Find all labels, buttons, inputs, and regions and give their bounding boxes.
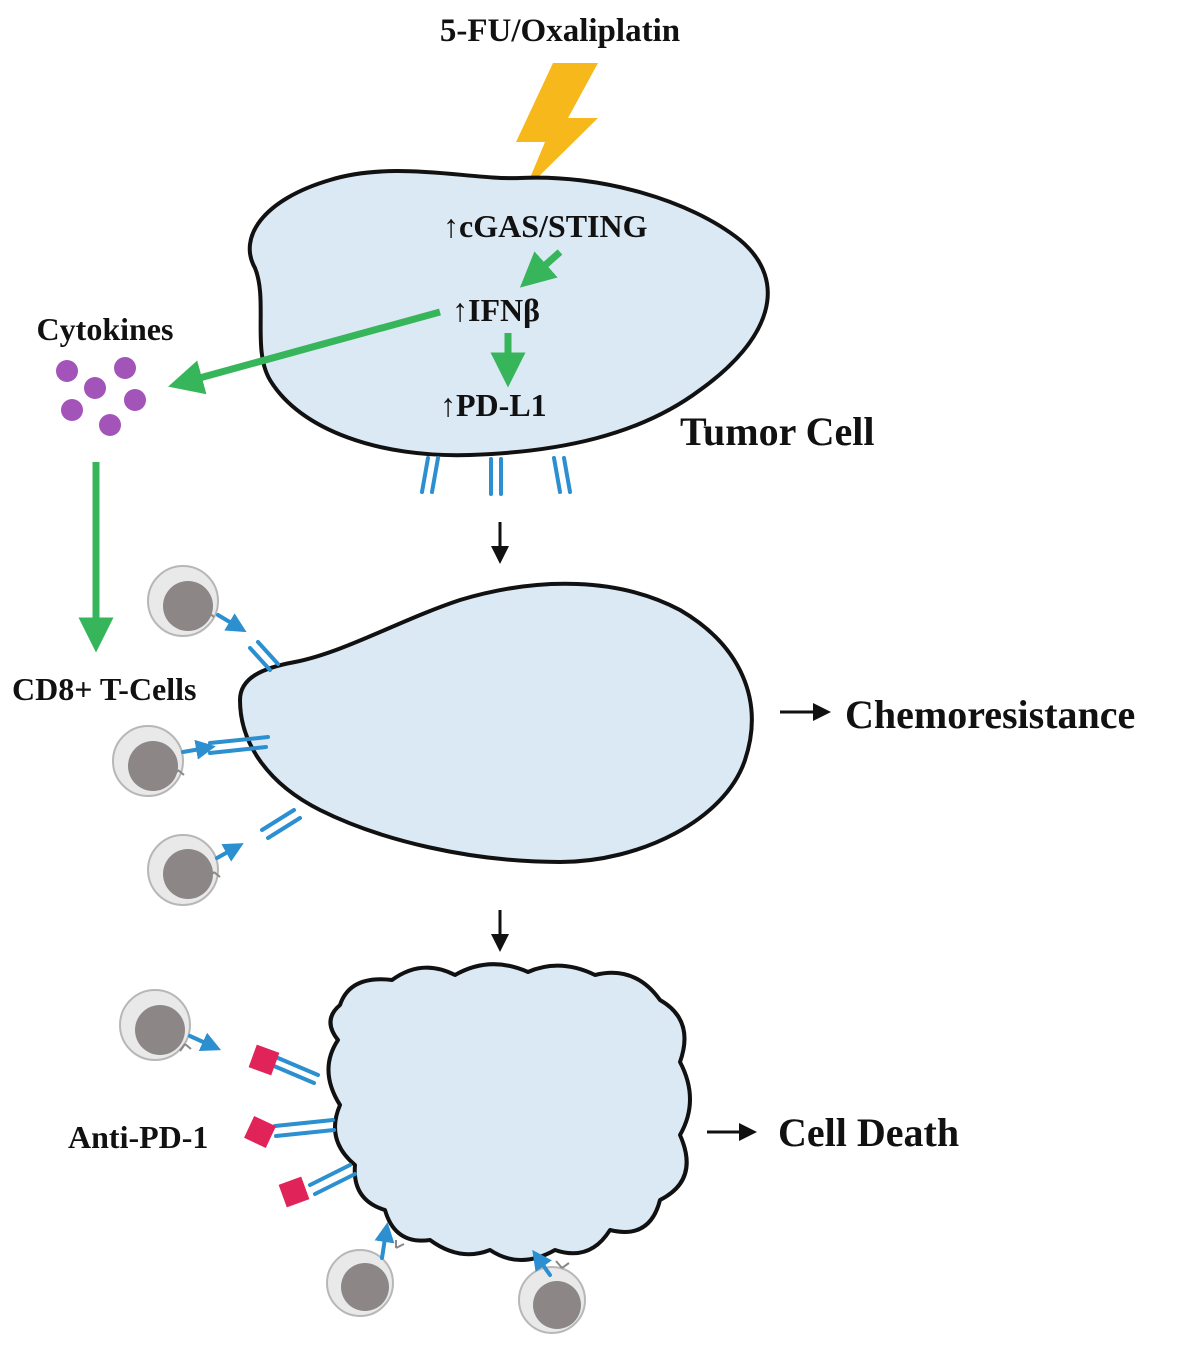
svg-text:↑IFNβ: ↑IFNβ [452, 292, 540, 328]
ifn-beta-text: IFNβ [468, 292, 540, 328]
cgas-to-ifn-arrow [519, 249, 563, 288]
t-cell-icon [518, 1249, 586, 1334]
svg-text:↑PD-L1: ↑PD-L1 [440, 387, 547, 423]
pdl1-receptors-cell2 [208, 640, 302, 840]
ifn-to-cytokines-arrow [168, 308, 441, 395]
up-arrow-icon: ↑ [440, 387, 456, 423]
anti-pd1-label: Anti-PD-1 [68, 1119, 208, 1155]
pdl1-receptors-cell1 [420, 456, 572, 496]
cytokine-dot-icon [61, 399, 83, 421]
drug-label: 5-FU/Oxaliplatin [440, 13, 680, 49]
cytokine-dot-icon [124, 389, 146, 411]
tumor-cell-body [247, 169, 770, 458]
tcells-label: CD8+ T-Cells [12, 671, 196, 707]
pdl1-label: ↑PD-L1 [440, 387, 547, 423]
cytokine-dot-icon [114, 357, 136, 379]
cell-death-label: Cell Death [778, 1110, 959, 1155]
cgas-sting-text: cGAS/STING [459, 208, 648, 244]
cytokine-dot-icon [56, 360, 78, 382]
cytokine-dot-icon [84, 377, 106, 399]
pdl1-receptor [552, 456, 572, 494]
anti-pd1-antibody-icon [278, 1163, 357, 1208]
tumor-cell-label: Tumor Cell [680, 409, 874, 454]
resistant-tumor-cell-body [238, 581, 754, 864]
pdl1-text: PD-L1 [456, 387, 547, 423]
pdl1-receptor [248, 640, 280, 672]
anti-pd1-antibody-icon [248, 1044, 320, 1085]
cytokine-cluster [56, 357, 146, 436]
t-cell-icon [147, 834, 244, 906]
dying-tumor-cell-body [326, 962, 692, 1262]
cgas-sting-label: ↑cGAS/STING [443, 208, 648, 244]
t-cell-icon [119, 989, 222, 1061]
t-cell-icon [112, 725, 216, 797]
chemoresistance-label: Chemoresistance [845, 692, 1135, 737]
pdl1-receptor [420, 456, 440, 494]
pdl1-receptor [260, 808, 302, 840]
t-cell-icon [326, 1222, 405, 1317]
pdl1-receptor [208, 735, 270, 755]
lightning-bolt-icon [516, 63, 598, 190]
pdl1-receptor [489, 457, 503, 496]
cytokine-dot-icon [99, 414, 121, 436]
t-cell-icon [147, 565, 247, 637]
up-arrow-icon: ↑ [443, 208, 459, 244]
ifn-beta-label: ↑IFNβ [452, 292, 540, 328]
anti-pd1-antibodies [244, 1044, 357, 1208]
anti-pd1-antibody-icon [244, 1116, 336, 1148]
cytokines-label: Cytokines [37, 311, 174, 347]
svg-text:↑cGAS/STING: ↑cGAS/STING [443, 208, 648, 244]
up-arrow-icon: ↑ [452, 292, 468, 328]
